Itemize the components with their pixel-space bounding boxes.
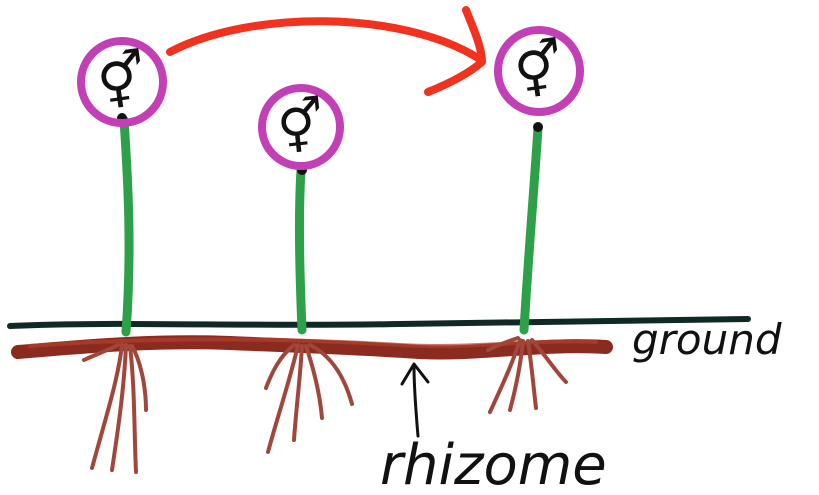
- hermaphrodite-icon: ⚥: [275, 95, 328, 161]
- hermaphrodite-icon: ⚥: [93, 47, 150, 116]
- stem-plant-2: [299, 170, 302, 330]
- roots-plant-2: [266, 345, 352, 452]
- roots-plant-1: [84, 345, 146, 472]
- stem-plant-1: [124, 120, 129, 332]
- node-plant-3: [533, 122, 543, 132]
- spread-arrow: [170, 21, 478, 58]
- ground-label: ground: [632, 315, 782, 364]
- stem-plant-3: [524, 128, 538, 330]
- rhizome-pointer-arrow: [414, 366, 418, 436]
- rhizome-label: rhizome: [380, 433, 607, 495]
- hermaphrodite-icon: ⚥: [510, 36, 567, 105]
